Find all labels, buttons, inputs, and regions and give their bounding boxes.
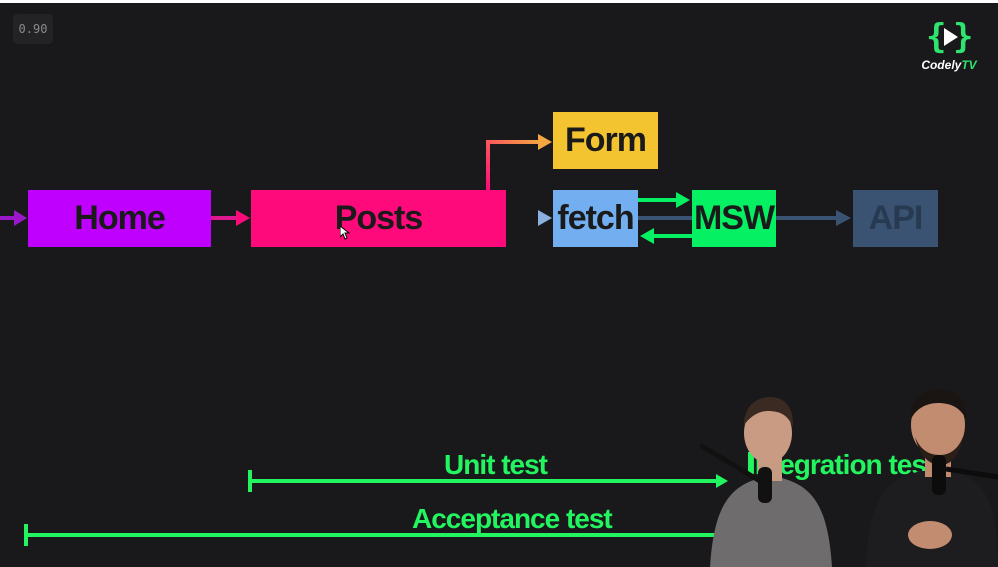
arrow-fetch-to-msw (638, 192, 690, 208)
form-node: Form (553, 112, 658, 169)
api-node: API (853, 190, 938, 247)
presenter-left (700, 397, 832, 567)
logo-brand-text: Codely (921, 58, 962, 72)
svg-text:}: } (953, 18, 973, 56)
posts-node: Posts (251, 190, 506, 247)
mouse-cursor-icon (340, 226, 350, 240)
arrow-home-to-posts (211, 210, 250, 226)
arrow-posts-to-form (486, 134, 552, 190)
unit-test-label: Unit test (444, 449, 548, 480)
presenters-webcam-overlay (700, 389, 998, 567)
unit-test-range (248, 470, 728, 492)
svg-text:{: { (926, 18, 946, 56)
acceptance-test-range (24, 524, 720, 546)
home-node: Home (28, 190, 211, 247)
acceptance-test-label: Acceptance test (412, 503, 613, 534)
fetch-node: fetch (553, 190, 638, 247)
arrow-msw-to-api (776, 210, 851, 226)
arrow-posts-to-fetch (506, 210, 552, 226)
arrow-msw-to-fetch (640, 228, 692, 244)
logo-wordmark: CodelyTV (916, 58, 982, 72)
arrow-into-home (0, 210, 27, 226)
presenter-right (866, 389, 998, 567)
top-edge-bar (0, 0, 998, 3)
zoom-level-badge: 0.90 (13, 14, 53, 44)
logo-suffix-text: TV (961, 58, 977, 72)
play-icon: { } (926, 18, 973, 56)
codelytv-logo: { } CodelyTV (916, 18, 982, 78)
msw-node: MSW (692, 190, 776, 247)
